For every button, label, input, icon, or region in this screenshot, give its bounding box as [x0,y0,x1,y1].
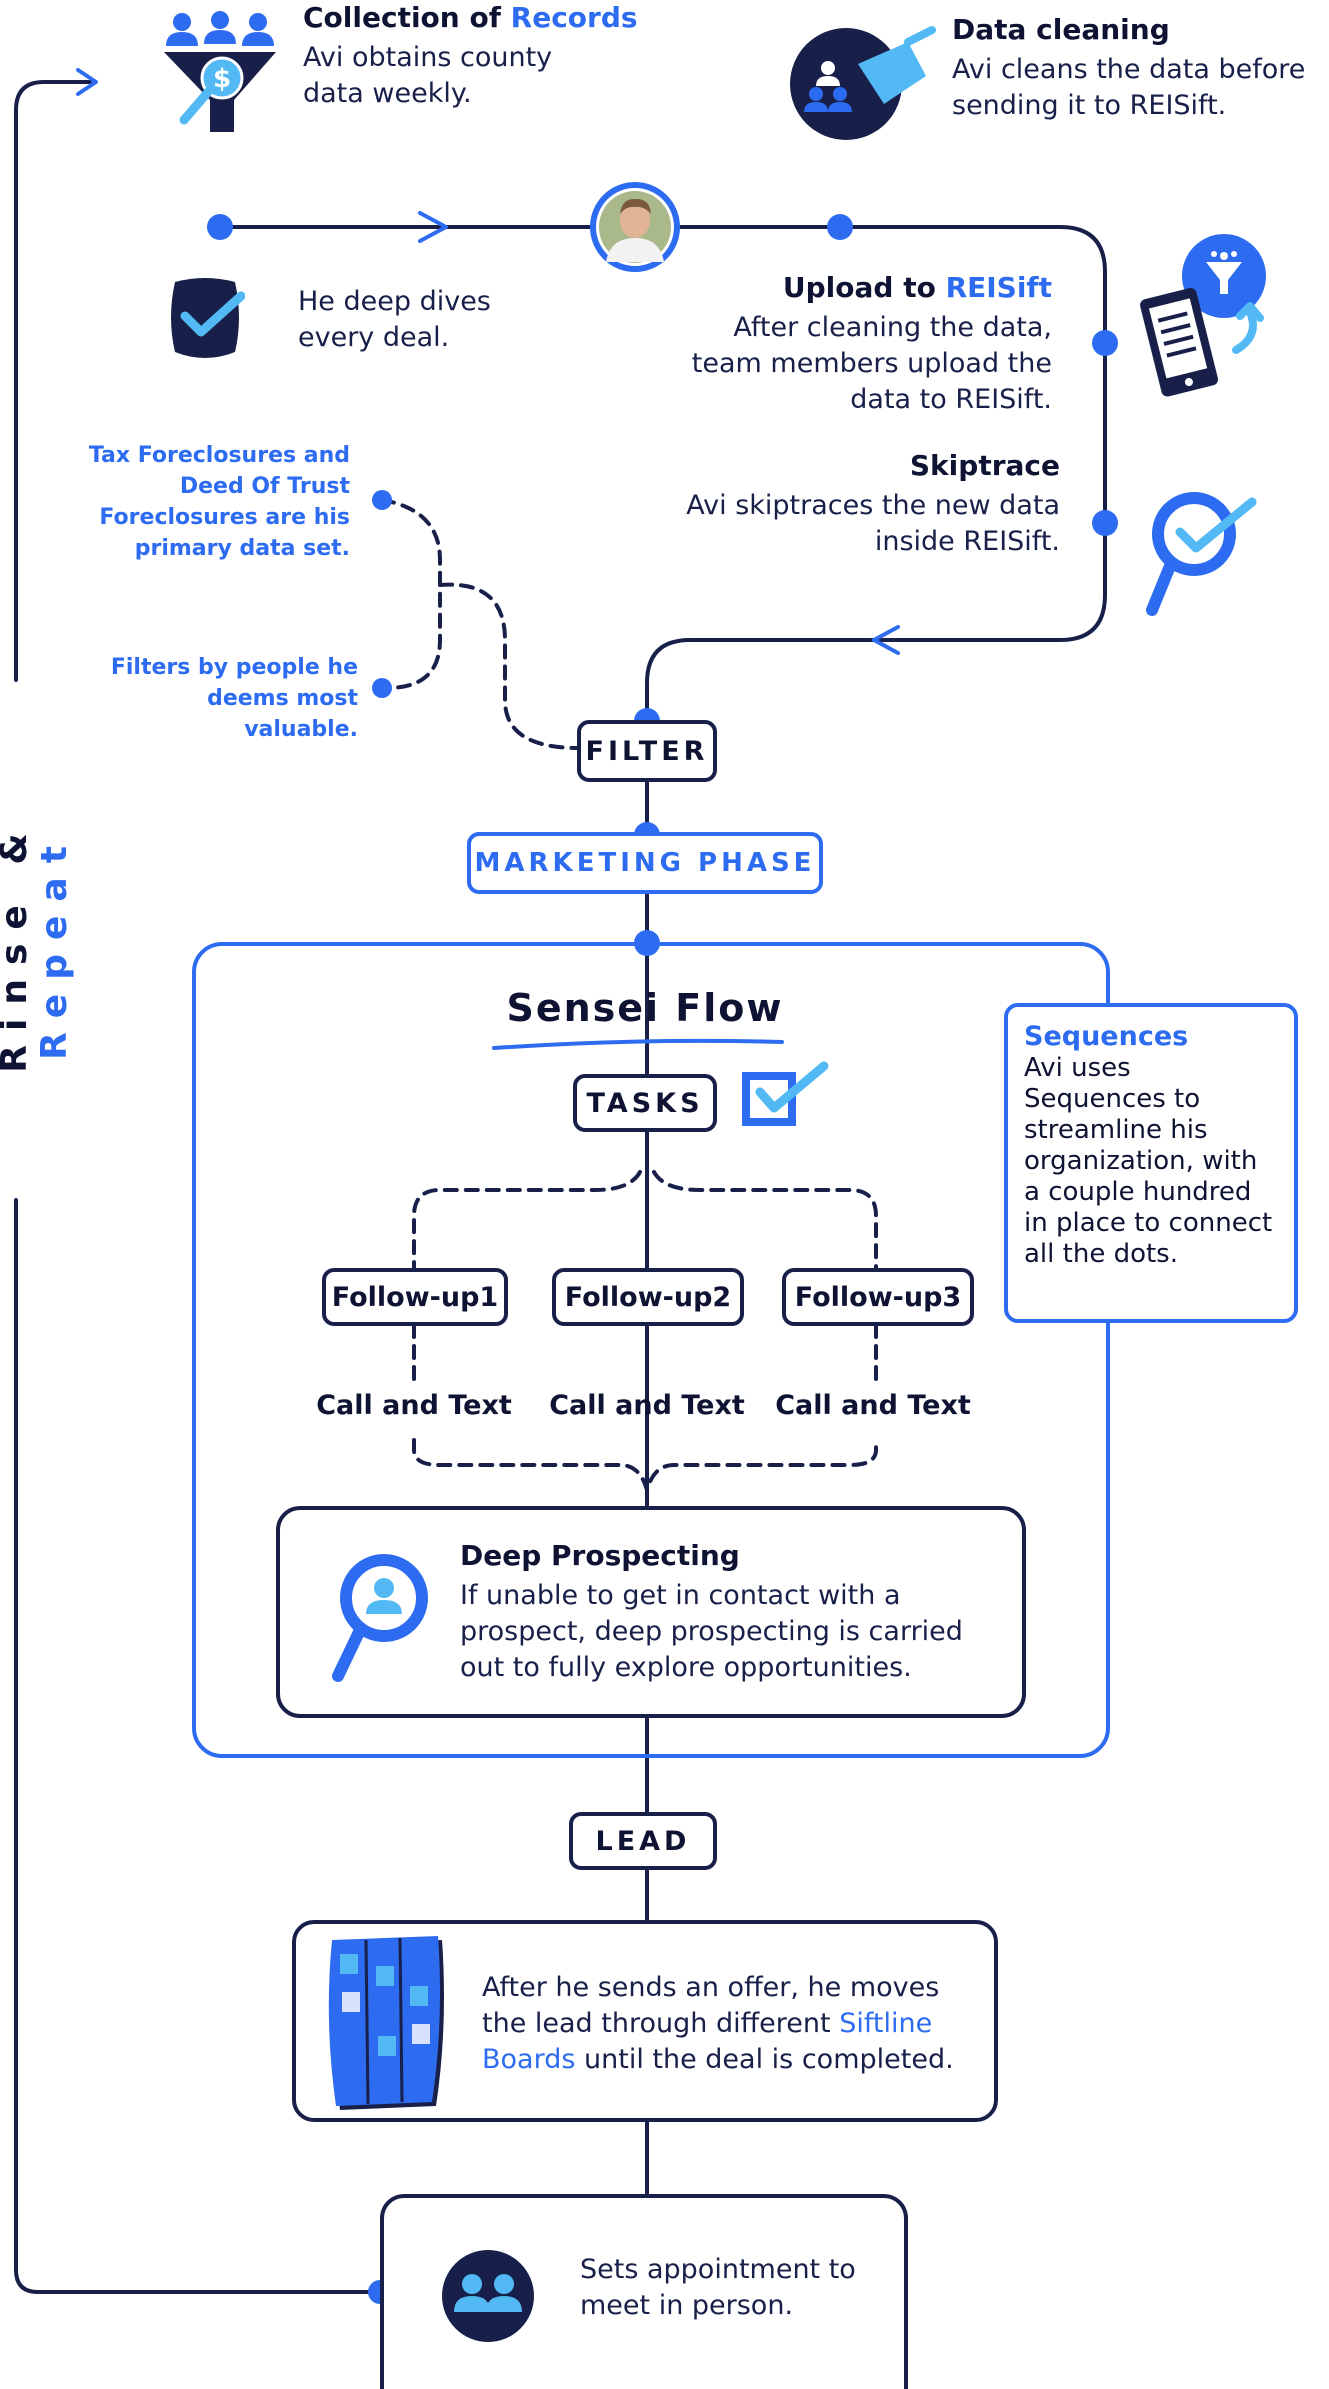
title-underline [492,1038,784,1050]
upload-block: Upload to REISift After cleaning the dat… [680,270,1052,418]
skiptrace-block: Skiptrace Avi skiptraces the new data in… [680,448,1060,560]
data-cleaning-icon [790,26,936,140]
upload-title: Upload to REISift [782,271,1052,304]
primary-data-note: Tax Foreclosures and Deed Of Trust Forec… [88,443,350,561]
svg-text:$: $ [213,64,231,94]
follow-up-2: Follow-up2 [552,1268,744,1326]
prospecting-content: Deep Prospecting If unable to get in con… [460,1538,1000,1686]
upload-phone-icon [1140,234,1266,397]
magnifier-check-icon [1146,492,1257,616]
records-block: Collection of Records Avi obtains county… [303,0,683,112]
sequences-title: Sequences [1024,1021,1189,1052]
tasks-label: TASKS [573,1074,717,1132]
filters-note: Filters by people he deems most valuable… [110,655,358,742]
avatar [590,182,680,272]
arrow-return [872,625,900,655]
prospecting-title: Deep Prospecting [460,1539,740,1572]
upload-text: After cleaning the data, team members up… [691,312,1052,415]
skiptrace-title: Skiptrace [909,449,1060,482]
dot-note2 [372,678,392,698]
dot-upload [1092,330,1118,356]
main-path [218,225,1107,942]
records-text: Avi obtains county data weekly. [303,42,553,109]
dot-skiptrace [1092,510,1118,536]
task-checkbox-icon [742,1061,829,1126]
appointment-text: Sets appointment to meet in person. [580,2254,856,2321]
follow-up-3: Follow-up3 [782,1268,974,1326]
loop-line-top [14,80,92,682]
cleaning-text: Avi cleans the data before sending it to… [952,54,1306,121]
offer-box: After he sends an offer, he moves the le… [292,1920,998,2122]
sequences-box: Sequences Avi uses Sequences to streamli… [1004,1003,1298,1323]
prospect-magnifier-icon [332,1554,428,1682]
follow-up-1-action: Call and Text [316,1390,512,1421]
rinse-repeat-label: Rinse & Repeat [0,819,75,1073]
cleaning-block: Data cleaning Avi cleans the data before… [952,12,1322,124]
records-title: Collection of Records [303,1,638,34]
dot-start [207,214,233,240]
sensei-title: Sensei Flow [506,986,784,1030]
arrow-records [76,68,98,96]
arrow-main [418,211,448,243]
dash-notes [380,498,442,691]
funnel-dollar-icon: $ [164,11,276,132]
dash-tasks-right [652,1170,878,1270]
siftline-board-icon [328,1936,444,2110]
follow-up-3-action: Call and Text [775,1390,971,1421]
dash-tasks-left [412,1170,642,1270]
lead-label: LEAD [569,1812,717,1870]
loop-line-bottom [14,1198,382,2294]
skiptrace-text: Avi skiptraces the new data inside REISi… [686,490,1060,557]
cleaning-title: Data cleaning [952,13,1170,46]
follow-up-2-action: Call and Text [549,1390,745,1421]
follow-up-1: Follow-up1 [322,1268,508,1326]
checkmark-badge-icon [171,278,245,358]
sensei-flow-container [192,942,1110,1758]
appointment-box: Sets appointment to meet in person. [380,2194,908,2389]
marketing-phase-label: MARKETING PHASE [467,832,823,894]
dash-to-filter [438,582,580,750]
offer-text: After he sends an offer, he moves the le… [482,1972,954,2075]
dash-merge [412,1438,878,1498]
deep-prospecting-box: Deep Prospecting If unable to get in con… [276,1506,1026,1718]
prospecting-text: If unable to get in contact with a prosp… [460,1580,963,1683]
filter-label: FILTER [577,720,717,782]
sequences-text: Avi uses Sequences to streamline his org… [1024,1053,1273,1269]
dot-mid [827,214,853,240]
meeting-people-icon [442,2250,534,2342]
dot-note1 [372,490,392,510]
deep-dive-text: He deep dives every deal. [298,286,491,353]
